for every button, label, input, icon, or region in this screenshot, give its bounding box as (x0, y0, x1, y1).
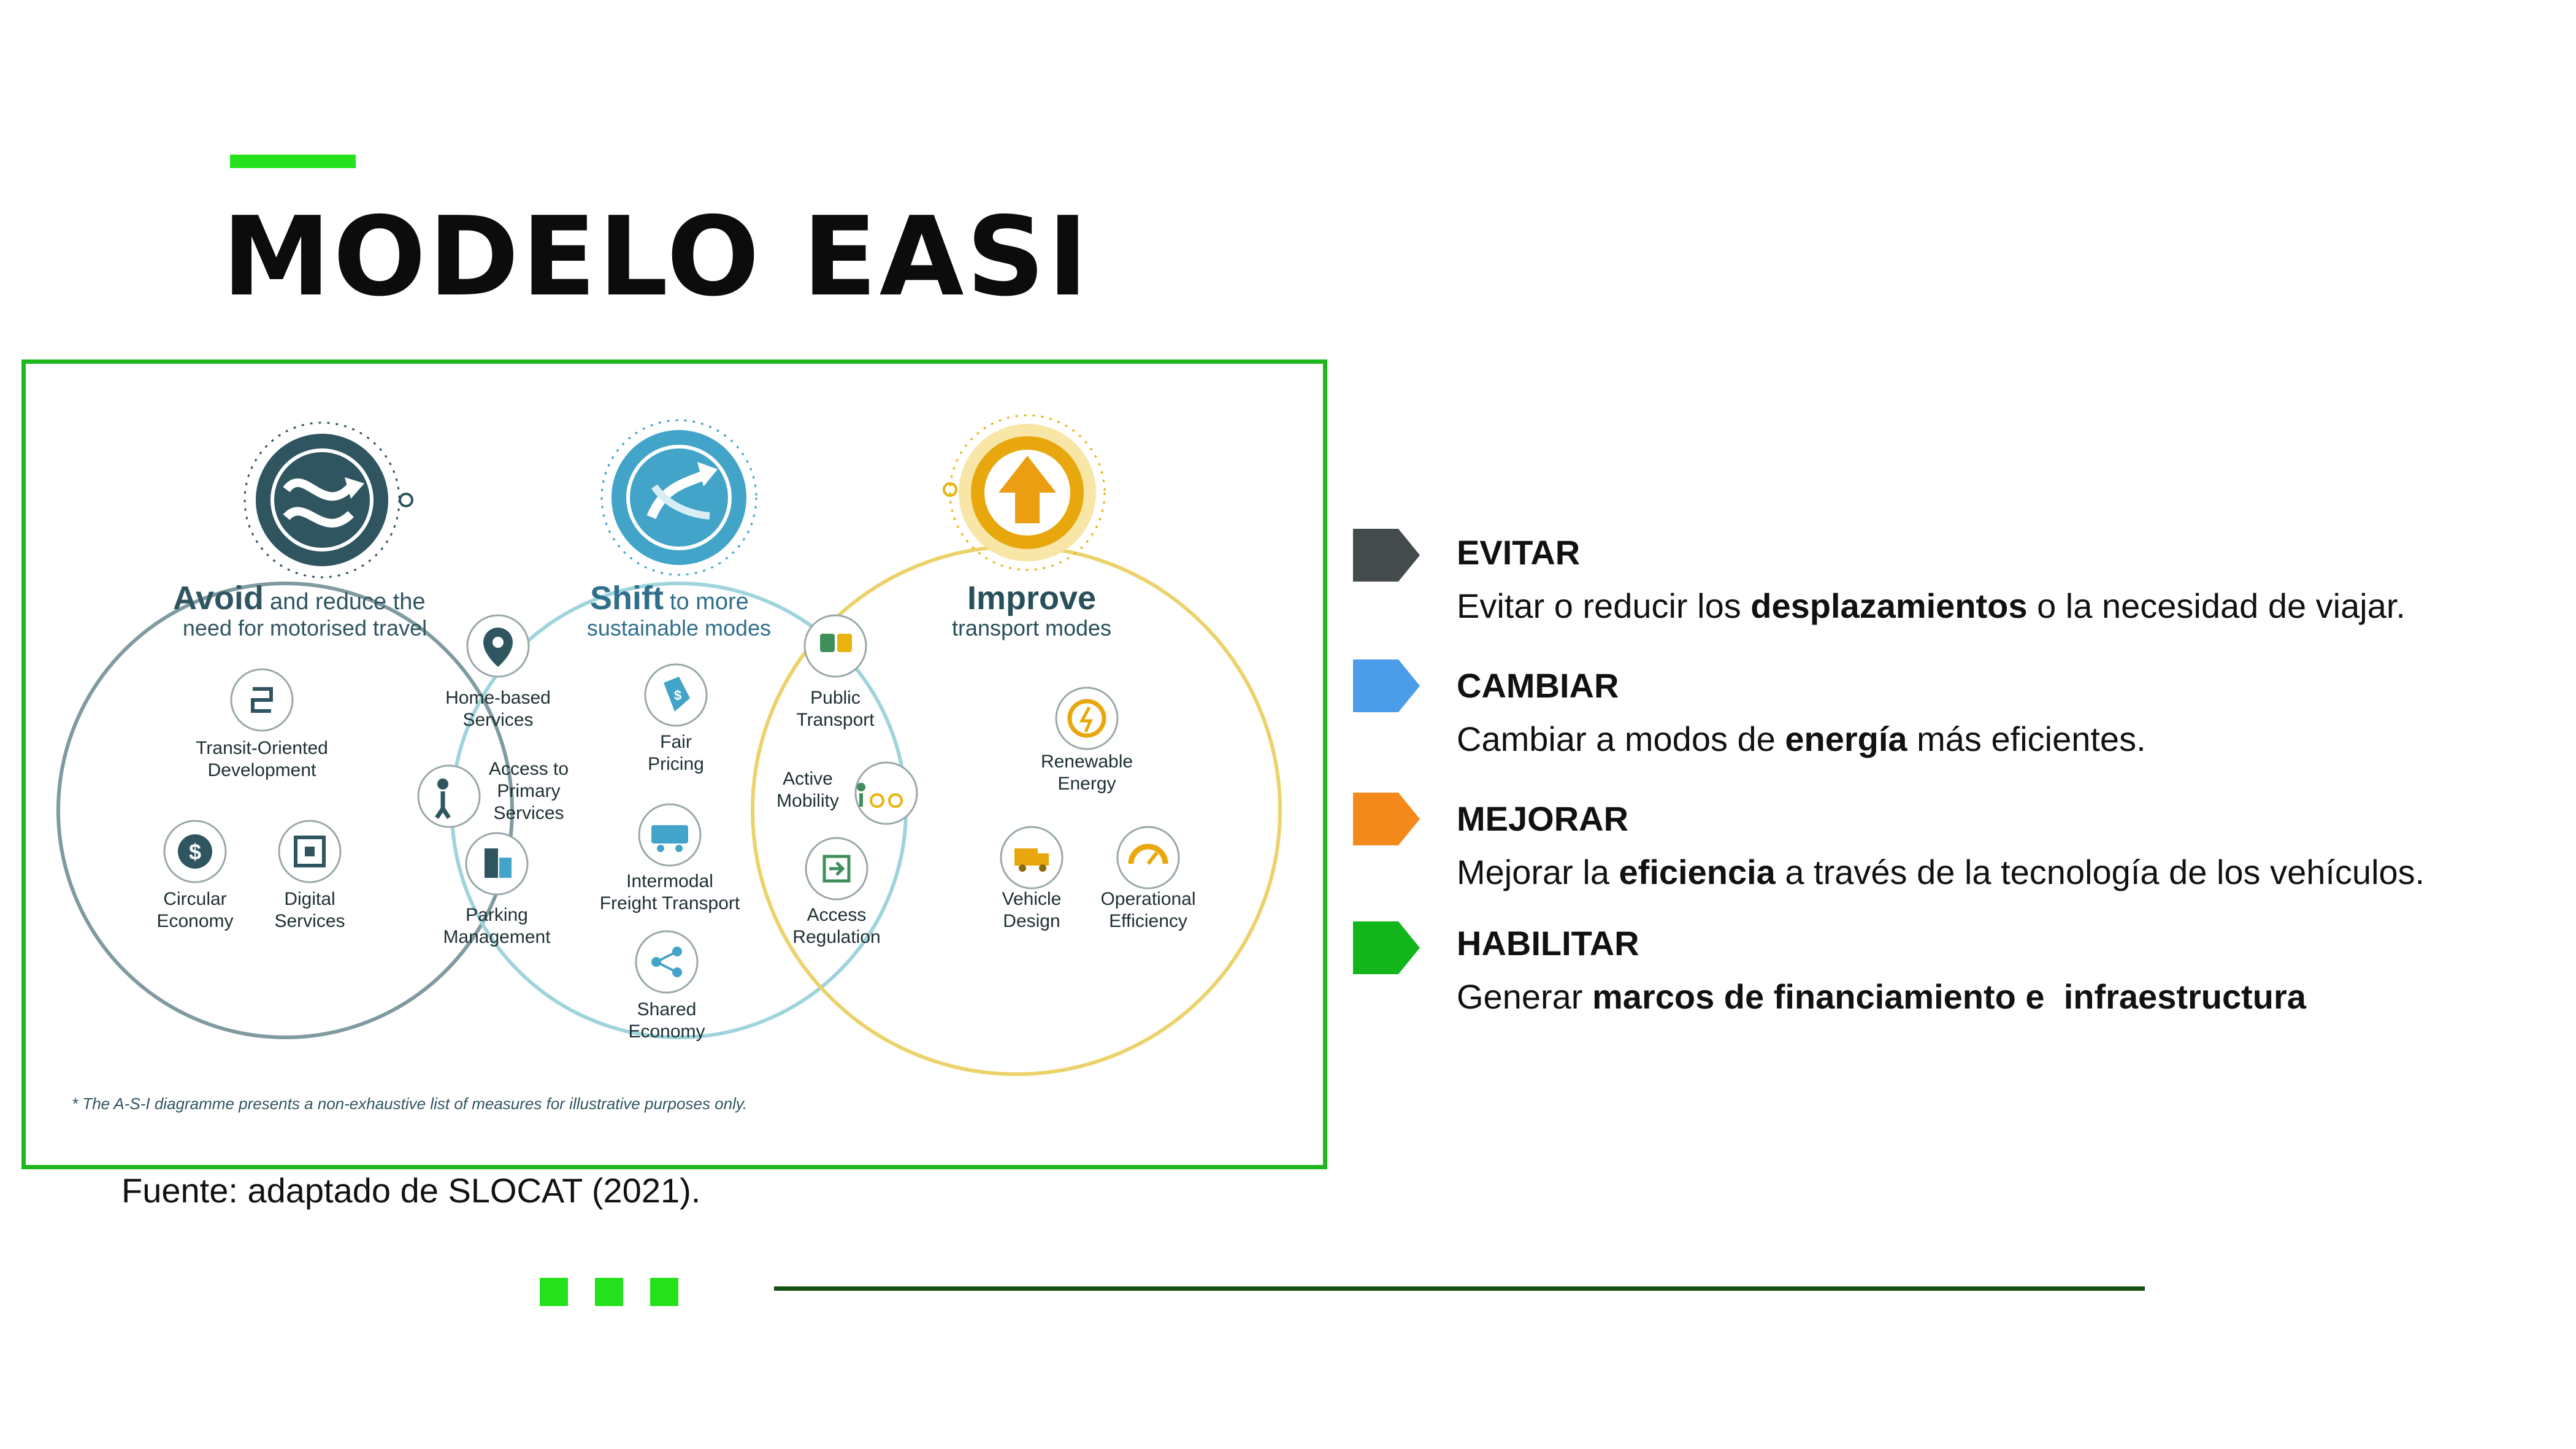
shift-subheading: sustainable modes (587, 615, 771, 640)
legend-title-mejorar: MEJORAR (1457, 799, 1629, 838)
footer-dot-1 (540, 1278, 568, 1306)
title-accent-bar (230, 155, 356, 168)
operational-efficiency-icon (1116, 826, 1180, 890)
diagram-footnote: * The A-S-I diagramme presents a non-exh… (72, 1094, 747, 1113)
legend-title-habilitar: HABILITAR (1457, 924, 1639, 963)
evitar-marker-icon (1353, 529, 1420, 582)
avoid-subheading: need for motorised travel (183, 615, 427, 640)
legend-desc-mejorar: Mejorar la eficiencia a través de la tec… (1457, 853, 2425, 891)
source-note: Fuente: adaptado de SLOCAT (2021). (121, 1171, 701, 1210)
page-title: MODELO EASI (222, 193, 1091, 320)
legend-title-cambiar: CAMBIAR (1457, 666, 1619, 705)
avoid-badge-icon (243, 421, 413, 578)
habilitar-marker-icon (1353, 921, 1420, 974)
legend-desc-cambiar: Cambiar a modos de energía más eficiente… (1457, 720, 2146, 758)
shift-badge-icon (600, 419, 757, 576)
mejorar-marker-icon (1353, 793, 1420, 845)
legend-desc-evitar: Evitar o reducir los desplazamientos o l… (1457, 586, 2405, 625)
public-transport-icon (803, 614, 867, 678)
footer-dot-2 (595, 1278, 623, 1306)
shared-economy-icon (635, 930, 699, 994)
renewable-energy-icon (1055, 686, 1119, 750)
improve-subheading: transport modes (952, 615, 1111, 640)
access-primary-icon (417, 764, 481, 828)
legend-desc-habilitar: Generar marcos de financiamiento e infra… (1457, 977, 2306, 1016)
legend-title-evitar: EVITAR (1457, 533, 1581, 572)
active-mobility-icon (854, 761, 918, 825)
svg-text:$: $ (674, 688, 681, 703)
svg-text:$: $ (189, 839, 201, 864)
footer-divider (774, 1286, 2145, 1291)
improve-badge-icon (943, 414, 1106, 571)
footer-dot-3 (650, 1278, 678, 1306)
improve-heading: Improve (967, 580, 1096, 617)
avoid-circle (56, 582, 514, 1039)
cambiar-marker-icon (1353, 659, 1420, 712)
